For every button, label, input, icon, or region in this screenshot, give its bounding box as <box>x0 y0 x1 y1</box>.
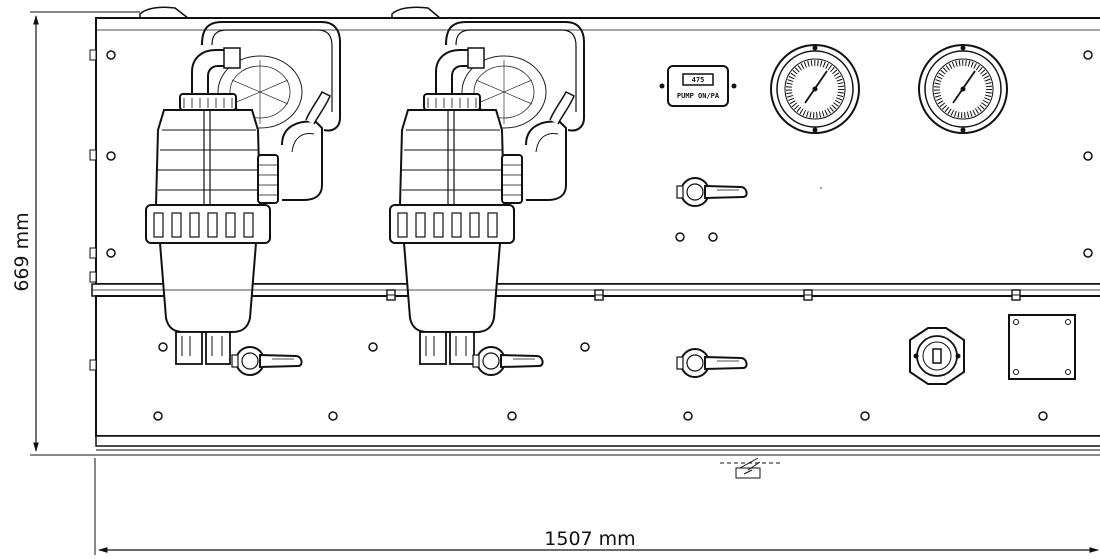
badge-text: PUMP ON/PA <box>677 92 720 100</box>
electrical-socket <box>909 327 965 385</box>
badge-number: 475 <box>692 76 705 84</box>
width-dimension: 1507 mm <box>94 458 1099 555</box>
height-label: 669 mm <box>11 212 33 291</box>
control-badge: 475 PUMP ON/PA <box>659 65 737 107</box>
pressure-gauge-left <box>771 45 859 133</box>
width-label: 1507 mm <box>544 528 635 550</box>
drain-symbol <box>720 457 780 479</box>
junction-box <box>1008 314 1076 380</box>
pressure-gauge-right <box>919 45 1007 133</box>
